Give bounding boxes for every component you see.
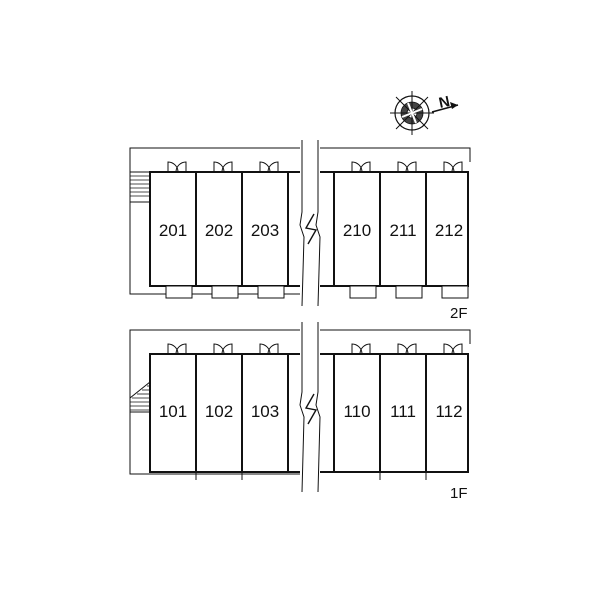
unit-label: 202 <box>205 221 233 240</box>
unit-label: 103 <box>251 402 279 421</box>
unit-label: 110 <box>343 402 370 421</box>
unit-label: 111 <box>390 402 416 421</box>
unit-label: 201 <box>159 221 187 240</box>
unit-label: 210 <box>343 221 371 240</box>
unit-label: 212 <box>435 221 463 240</box>
stairs-icon <box>130 171 151 203</box>
compass-north-letter: N <box>437 93 451 112</box>
unit-label: 112 <box>435 402 462 421</box>
unit-label: 211 <box>389 221 416 240</box>
floor-label: 1F <box>450 485 468 502</box>
unit-label: 102 <box>205 402 233 421</box>
unit-label: 101 <box>159 402 187 421</box>
floor-2f-plan: 201 202 203 210 211 212 2F <box>129 140 471 322</box>
unit-label: 203 <box>251 221 279 240</box>
compass-rose-icon <box>390 91 459 135</box>
floor-label: 2F <box>450 305 468 322</box>
floor-1f-plan: 101 102 103 110 111 112 1F <box>129 322 471 502</box>
stairs-icon <box>129 381 151 413</box>
